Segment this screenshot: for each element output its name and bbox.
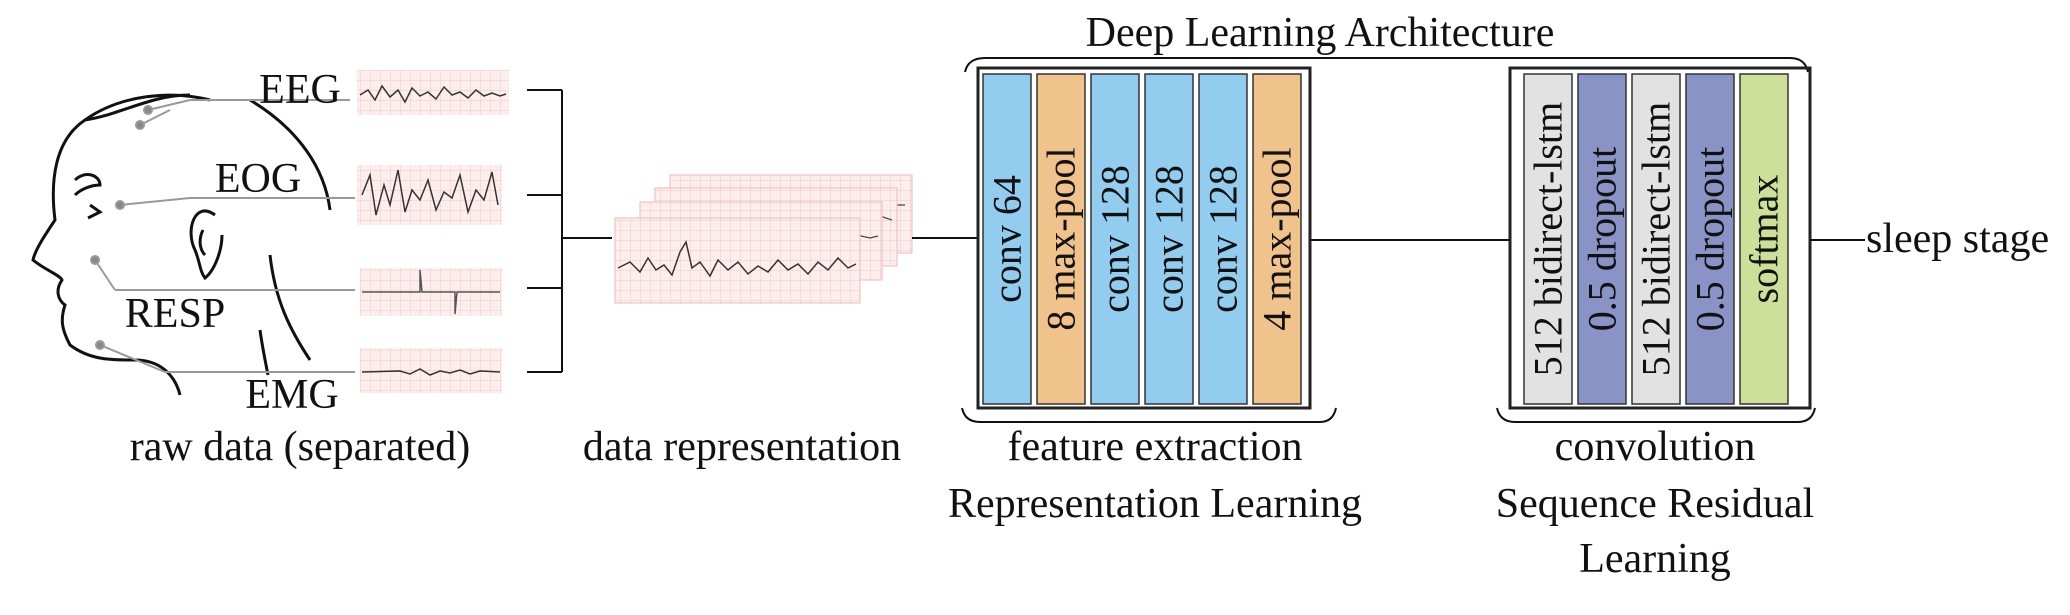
layer-block-conv: conv 128: [1090, 73, 1140, 405]
signal-strip-eeg: [357, 70, 509, 115]
layer-block-label: 0.5 dropout: [1580, 147, 1625, 331]
feature-extraction-frame: [976, 66, 1312, 410]
layer-block-rect: [1577, 73, 1627, 405]
layer-block-softmax: softmax: [1739, 73, 1789, 405]
layer-block-dropout: 0.5 dropout: [1577, 73, 1627, 405]
layer-block-rect: [1144, 73, 1194, 405]
layer-block-rect: [1252, 73, 1302, 405]
caption-learning: Learning: [1579, 536, 1731, 582]
sequence-learning-frame: [1508, 66, 1812, 410]
caption-data-representation: data representation: [583, 424, 901, 470]
layer-block-rect: [1739, 73, 1789, 405]
signal-strip-resp: [360, 268, 502, 316]
layer-block-label: conv 128: [1093, 165, 1138, 313]
layer-block-rect: [1685, 73, 1735, 405]
layer-block-label: 512 bidirect-lstm: [1634, 102, 1679, 376]
layer-block-lstm: 512 bidirect-lstm: [1523, 73, 1573, 405]
layer-block-dropout: 0.5 dropout: [1685, 73, 1735, 405]
title-brace: [964, 57, 1809, 73]
feature-brace: [961, 407, 1337, 423]
diagram-title: Deep Learning Architecture: [1086, 10, 1555, 56]
layer-block-label: conv 128: [1201, 165, 1246, 313]
data-representation-stack: [614, 174, 913, 304]
layer-block-rect: [1036, 73, 1086, 405]
layer-block-pool: 8 max-pool: [1036, 73, 1086, 405]
layer-block-label: 512 bidirect-lstm: [1526, 102, 1571, 376]
layer-block-label: softmax: [1742, 175, 1787, 304]
layer-block-rect: [1090, 73, 1140, 405]
layer-block-rect: [982, 73, 1032, 405]
layer-block-lstm: 512 bidirect-lstm: [1631, 73, 1681, 405]
signal-strip-emg: [360, 348, 502, 393]
layer-block-conv: conv 128: [1144, 73, 1194, 405]
layer-block-label: 4 max-pool: [1255, 147, 1300, 330]
layer-block-pool: 4 max-pool: [1252, 73, 1302, 405]
signal-label-eog: EOG: [215, 156, 301, 202]
electrode-leads: [90, 99, 355, 373]
layer-block-rect: [1198, 73, 1248, 405]
signal-strip-eog: [357, 165, 502, 225]
caption-feature-extraction: feature extraction: [1008, 424, 1303, 470]
layer-block-rect: [1631, 73, 1681, 405]
signal-label-eeg: EEG: [259, 67, 341, 113]
output-label: sleep stage: [1866, 216, 2049, 262]
layer-block-label: 0.5 dropout: [1688, 147, 1733, 331]
sequence-brace: [1496, 407, 1816, 423]
signal-label-emg: EMG: [245, 372, 338, 418]
head-illustration: [31, 93, 332, 396]
layer-block-rect: [1523, 73, 1573, 405]
caption-convolution: convolution: [1555, 424, 1756, 470]
signal-label-resp: RESP: [125, 291, 225, 337]
layer-block-label: conv 64: [985, 175, 1030, 303]
caption-sequence-residual: Sequence Residual: [1496, 481, 1814, 527]
caption-representation-learning: Representation Learning: [948, 481, 1362, 527]
layer-block-conv: conv 128: [1198, 73, 1248, 405]
caption-raw-data: raw data (separated): [130, 424, 470, 470]
layer-block-conv: conv 64: [982, 73, 1032, 405]
signal-merge-bracket: [527, 89, 612, 373]
layer-block-label: 8 max-pool: [1039, 147, 1084, 330]
layer-block-label: conv 128: [1147, 165, 1192, 313]
